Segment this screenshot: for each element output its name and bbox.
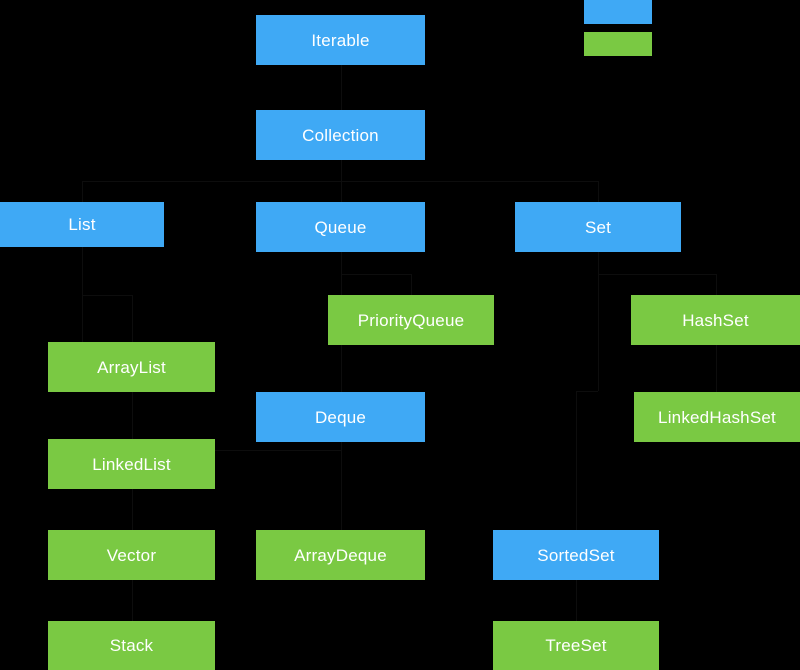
node-label-queue: Queue xyxy=(314,217,367,237)
node-vector[interactable]: Vector xyxy=(48,530,215,580)
edge-set-to-hashset-b xyxy=(598,274,716,275)
edge-list-to-arraylist-c xyxy=(132,295,133,342)
node-label-linkedlist: LinkedList xyxy=(92,454,171,474)
node-label-set: Set xyxy=(584,217,612,237)
node-list[interactable]: List xyxy=(0,202,164,247)
node-label-hashset: HashSet xyxy=(682,310,749,330)
edge-list-to-vector-a xyxy=(82,247,83,389)
node-label-arraylist: ArrayList xyxy=(97,357,166,377)
edge-iterable-to-collection xyxy=(341,65,342,110)
node-label-collection: Collection xyxy=(302,125,379,145)
node-arraydeque[interactable]: ArrayDeque xyxy=(256,530,425,580)
node-hashset[interactable]: HashSet xyxy=(631,295,800,345)
legend-swatch-interface xyxy=(584,0,652,24)
edge-set-to-sortedset-c xyxy=(576,391,577,530)
edge-hashset-to-linkedhashset xyxy=(716,345,717,392)
edge-queue-to-priorityqueue-c xyxy=(411,274,412,295)
edge-list-to-arraylist-b xyxy=(82,295,132,296)
edge-collection-to-set-a xyxy=(341,160,342,181)
node-label-iterable: Iterable xyxy=(311,30,370,50)
edge-queue-to-priorityqueue-b xyxy=(341,274,412,275)
node-collection[interactable]: Collection xyxy=(256,110,425,160)
node-label-linkedhashset: LinkedHashSet xyxy=(658,407,776,427)
edge-collection-to-list-c xyxy=(82,181,83,202)
edge-deque-to-linkedlist-a xyxy=(341,442,342,450)
edge-set-to-sortedset-b xyxy=(576,391,598,392)
edge-collection-to-list-b xyxy=(82,181,341,182)
node-sortedset[interactable]: SortedSet xyxy=(493,530,659,580)
node-priorityqueue[interactable]: PriorityQueue xyxy=(328,295,494,345)
node-label-treeset: TreeSet xyxy=(545,636,607,655)
edge-deque-to-linkedlist-b xyxy=(132,450,341,451)
node-linkedhashset[interactable]: LinkedHashSet xyxy=(634,392,800,442)
edge-deque-to-arraydeque xyxy=(341,442,342,530)
edge-collection-to-set-b xyxy=(341,181,599,182)
node-iterable[interactable]: Iterable xyxy=(256,15,425,65)
node-deque[interactable]: Deque xyxy=(256,392,425,442)
node-treeset[interactable]: TreeSet xyxy=(493,621,659,670)
node-label-priorityqueue: PriorityQueue xyxy=(357,310,465,330)
node-arraylist[interactable]: ArrayList xyxy=(48,342,215,392)
edge-collection-to-set-c xyxy=(598,181,599,202)
node-label-vector: Vector xyxy=(106,545,157,565)
node-queue[interactable]: Queue xyxy=(256,202,425,252)
node-label-sortedset: SortedSet xyxy=(537,545,615,565)
node-set[interactable]: Set xyxy=(515,202,681,252)
node-label-stack: Stack xyxy=(109,636,154,655)
edge-sortedset-to-treeset xyxy=(576,580,577,621)
node-label-list: List xyxy=(68,215,96,234)
edge-set-to-hashset-c xyxy=(716,274,717,295)
edge-set-to-sortedset-a xyxy=(598,252,599,391)
node-linkedlist[interactable]: LinkedList xyxy=(48,439,215,489)
edge-vector-to-stack xyxy=(132,580,133,621)
node-stack[interactable]: Stack xyxy=(48,621,215,670)
legend-swatch-implementation xyxy=(584,32,652,56)
node-label-deque: Deque xyxy=(314,407,367,427)
node-label-arraydeque: ArrayDeque xyxy=(294,545,387,565)
